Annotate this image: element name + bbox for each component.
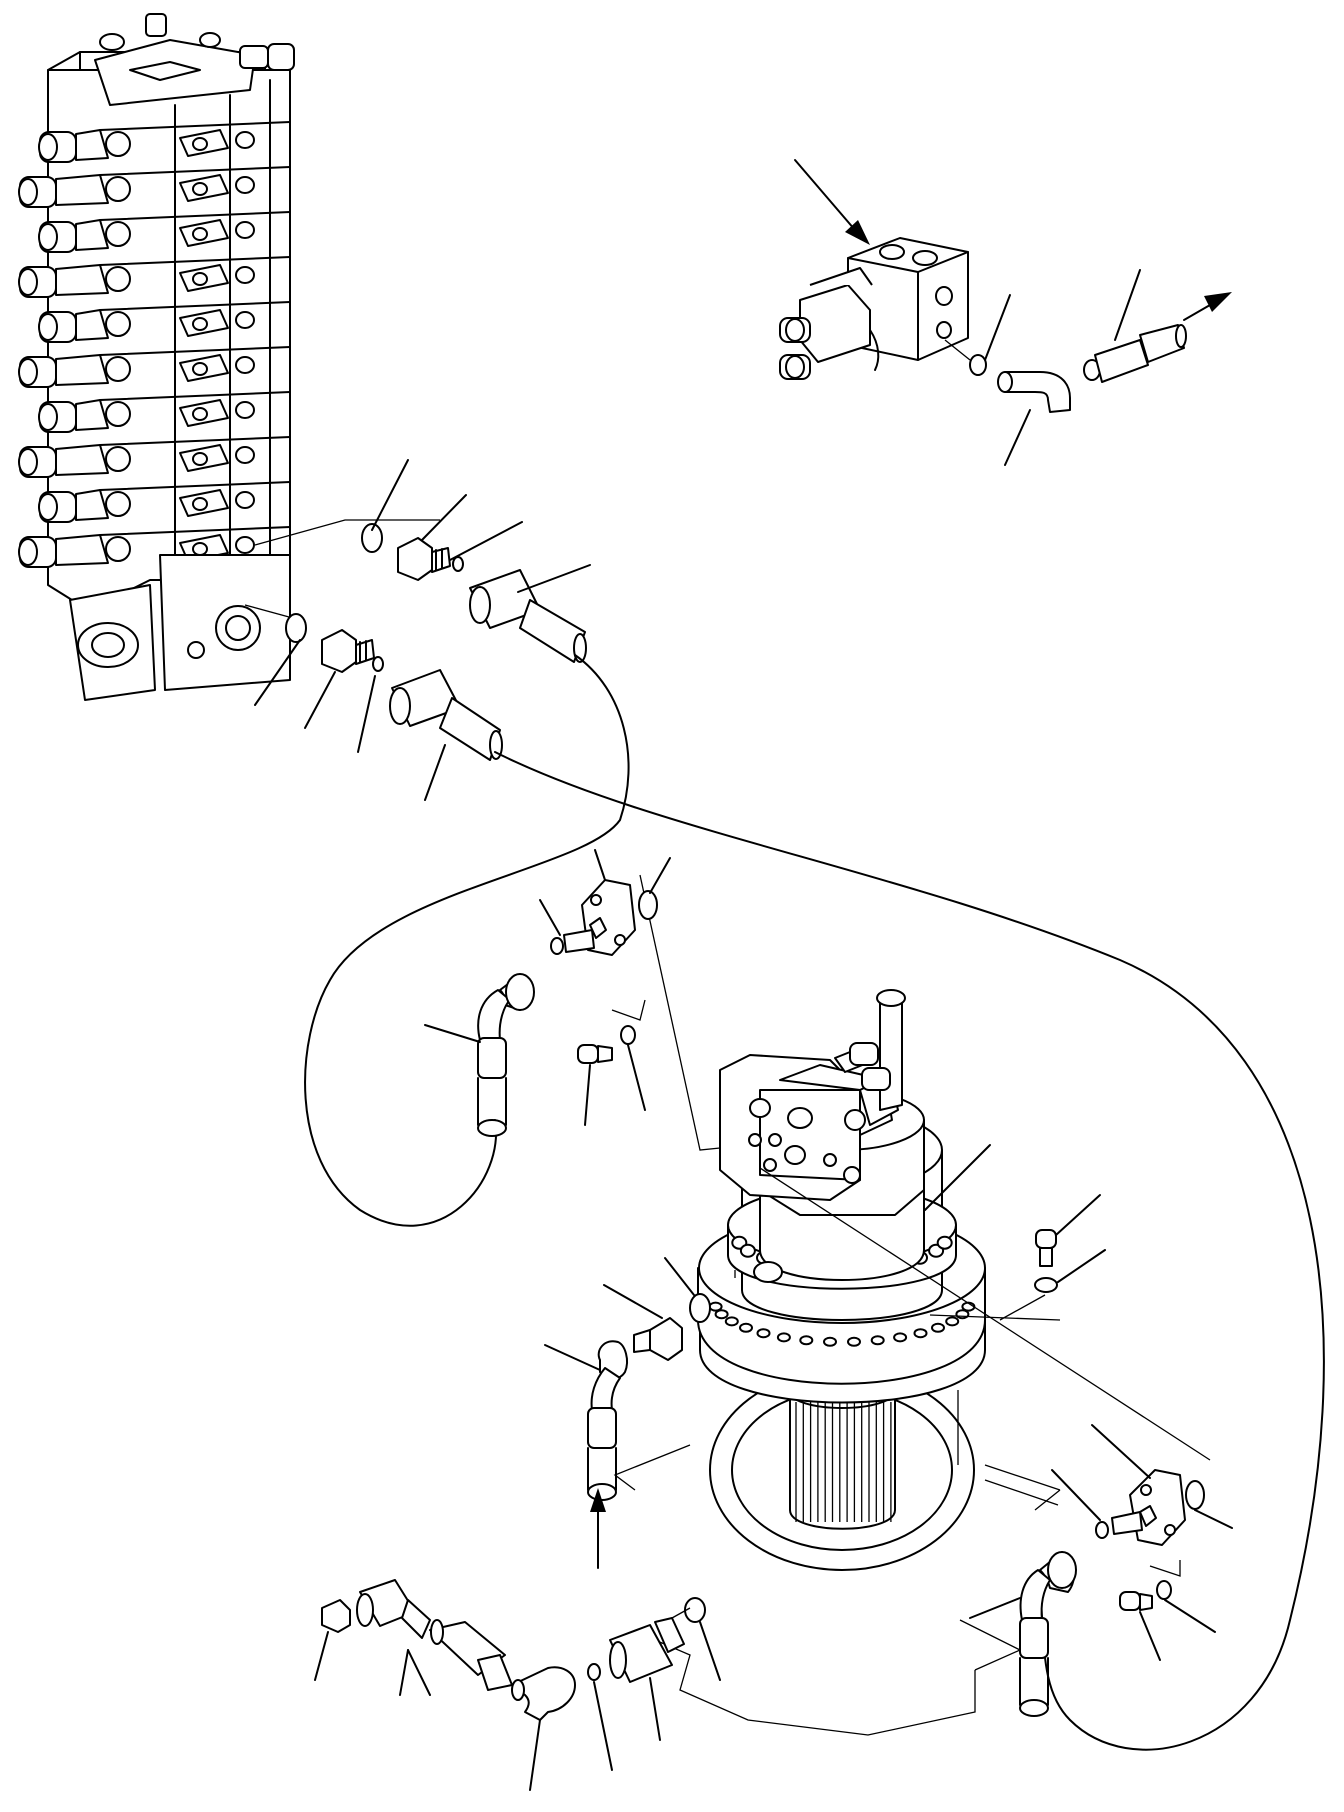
o-ring-icon	[452, 556, 464, 572]
hose-icon	[356, 1579, 513, 1691]
adapter-icon	[633, 1317, 683, 1361]
elbow-icon	[997, 371, 1071, 413]
bolt-icon	[577, 1044, 613, 1064]
arrow-icon	[794, 159, 870, 245]
hose-icon	[1083, 324, 1187, 383]
adapter-icon	[397, 537, 451, 581]
o-ring-icon	[638, 890, 658, 920]
elbow-icon	[511, 1666, 576, 1721]
washer-icon	[620, 1025, 636, 1045]
flange-icon	[1111, 1469, 1186, 1546]
solenoid-valve-icon	[779, 237, 969, 380]
elbow-icon	[1019, 1551, 1077, 1717]
bolt-icon	[1035, 1229, 1057, 1267]
washer-icon	[1156, 1580, 1172, 1600]
o-ring-icon	[587, 1663, 601, 1681]
swing-motor-icon	[613, 989, 1061, 1736]
o-ring-icon	[550, 937, 564, 955]
o-ring-icon	[372, 656, 384, 672]
washer-icon	[1034, 1277, 1058, 1293]
o-ring-icon	[1095, 1521, 1109, 1539]
o-ring-icon	[361, 523, 383, 553]
spool-cap-icon	[18, 129, 131, 568]
o-ring-icon	[1185, 1480, 1205, 1510]
o-ring-icon	[969, 354, 987, 376]
arrow-icon	[1183, 292, 1232, 321]
adapter-icon	[321, 629, 375, 673]
adapter-icon	[609, 1617, 685, 1683]
hose-icon	[389, 669, 503, 761]
arrow-icon	[590, 1488, 606, 1569]
o-ring-icon	[689, 1293, 711, 1323]
hose-icon	[469, 569, 587, 663]
o-ring-icon	[684, 1597, 706, 1623]
bolt-icon	[1119, 1591, 1153, 1611]
elbow-icon	[477, 973, 535, 1137]
hose-icon	[304, 654, 1325, 1751]
flange-icon	[563, 879, 636, 956]
adapter-icon	[321, 1599, 351, 1633]
elbow-icon	[587, 1340, 628, 1501]
o-ring-icon	[285, 613, 307, 643]
